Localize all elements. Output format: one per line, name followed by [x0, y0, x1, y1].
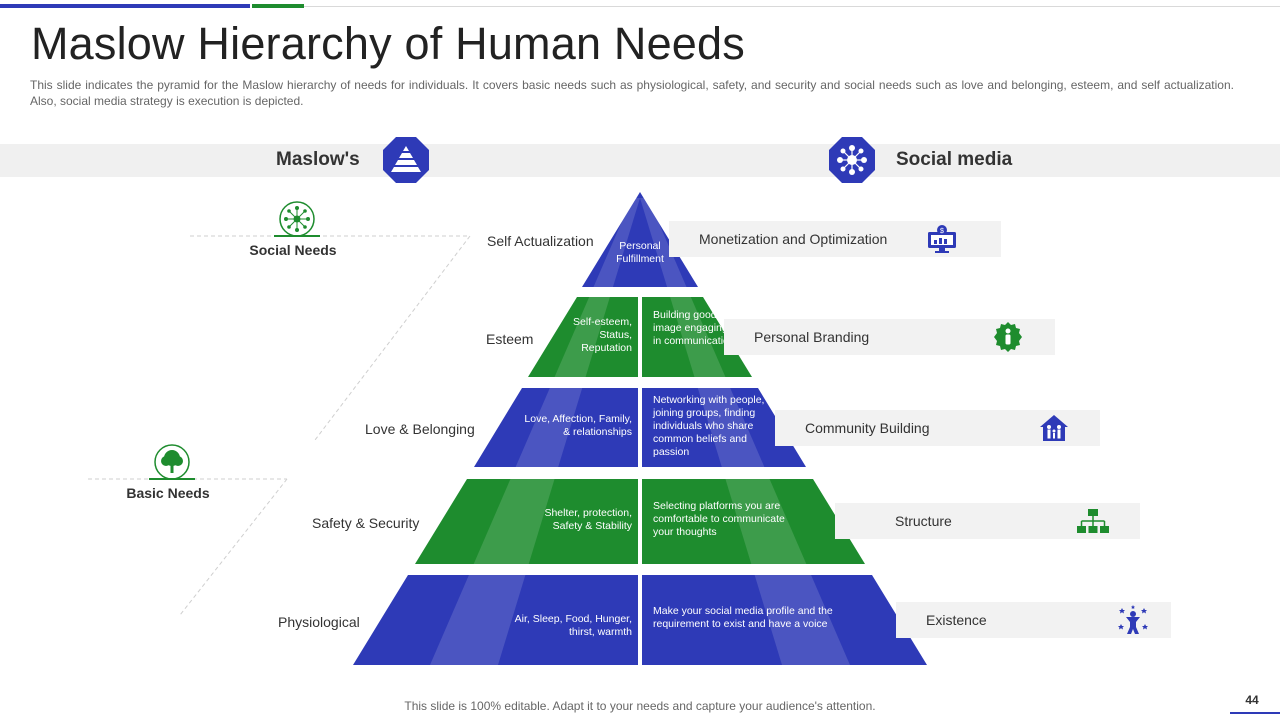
header-band: [0, 144, 1280, 177]
strategy-row-5: Existence: [896, 602, 1171, 638]
strategy-label-2: Personal Branding: [754, 329, 870, 345]
network-people-icon: [828, 136, 876, 184]
page-number: 44: [1245, 693, 1259, 707]
person-badge-icon: [994, 322, 1022, 352]
level-3-maslow-text: Love, Affection, Family, & relationships: [524, 413, 632, 438]
svg-text:$: $: [940, 228, 944, 235]
strategy-label-4: Structure: [895, 513, 952, 529]
page-number-underline: [1230, 712, 1280, 714]
strategy-row-2: Personal Branding: [724, 319, 1055, 355]
social-network-icon: [274, 200, 320, 238]
level-1-maslow-text: Personal Fulfillment: [616, 240, 664, 265]
pyramid-icon: [382, 136, 430, 184]
family-house-icon: [1040, 415, 1068, 441]
level-1-band: [582, 192, 698, 287]
level-3-left-band: [474, 388, 638, 467]
page-title: Maslow Hierarchy of Human Needs: [31, 18, 745, 69]
strategy-label-3: Community Building: [805, 420, 930, 436]
level-5-label: Physiological: [278, 614, 360, 630]
highlight-stripe-left: [430, 198, 640, 665]
org-chart-icon: [1077, 509, 1109, 533]
level-5-social-text: Make your social media profile and the r…: [653, 605, 833, 630]
level-4-social-text: Selecting platforms you are comfortable …: [653, 500, 785, 538]
monitor-dollar-icon: $: [928, 225, 956, 253]
level-2-left-band: [528, 297, 638, 377]
top-divider: [304, 6, 1280, 7]
level-2-social-text: Building good image engaging in communic…: [653, 309, 735, 347]
level-3-right-band: [642, 388, 806, 467]
level-4-left-band: [415, 479, 638, 564]
top-accent-blue: [0, 4, 250, 8]
level-4-right-band: [642, 479, 865, 564]
page-description: This slide indicates the pyramid for the…: [30, 78, 1234, 108]
social-media-header: Social media: [896, 149, 1013, 170]
maslows-header: Maslow's: [276, 149, 360, 170]
strategy-row-4: Structure: [835, 503, 1140, 539]
level-5-maslow-text: Air, Sleep, Food, Hunger, thirst, warmth: [514, 613, 632, 638]
footer-note: This slide is 100% editable. Adapt it to…: [404, 699, 876, 713]
level-2-label: Esteem: [486, 331, 534, 347]
strategy-label-5: Existence: [926, 612, 987, 628]
top-accent-green: [252, 4, 304, 8]
highlight-stripe-right: [640, 198, 850, 665]
level-5-left-band: [353, 575, 638, 665]
level-5-right-band: [642, 575, 927, 665]
level-1-label: Self Actualization: [487, 233, 594, 249]
level-3-label: Love & Belonging: [365, 421, 475, 437]
level-3-social-text: Networking with people, joining groups, …: [653, 394, 765, 458]
maslow-pyramid: [353, 192, 927, 665]
tree-icon: [149, 443, 195, 481]
basic-needs-label: Basic Needs: [126, 485, 210, 501]
level-4-label: Safety & Security: [312, 515, 420, 531]
strategy-row-1: Monetization and Optimization $: [669, 221, 1001, 257]
star-person-icon: [1118, 605, 1148, 634]
strategy-row-3: Community Building: [775, 410, 1100, 446]
social-needs-label: Social Needs: [249, 242, 337, 258]
level-2-maslow-text: Self-esteem, Status, Reputation: [573, 316, 632, 354]
level-2-right-band: [642, 297, 752, 377]
level-4-maslow-text: Shelter, protection, Safety & Stability: [544, 507, 632, 532]
strategy-label-1: Monetization and Optimization: [699, 231, 888, 247]
